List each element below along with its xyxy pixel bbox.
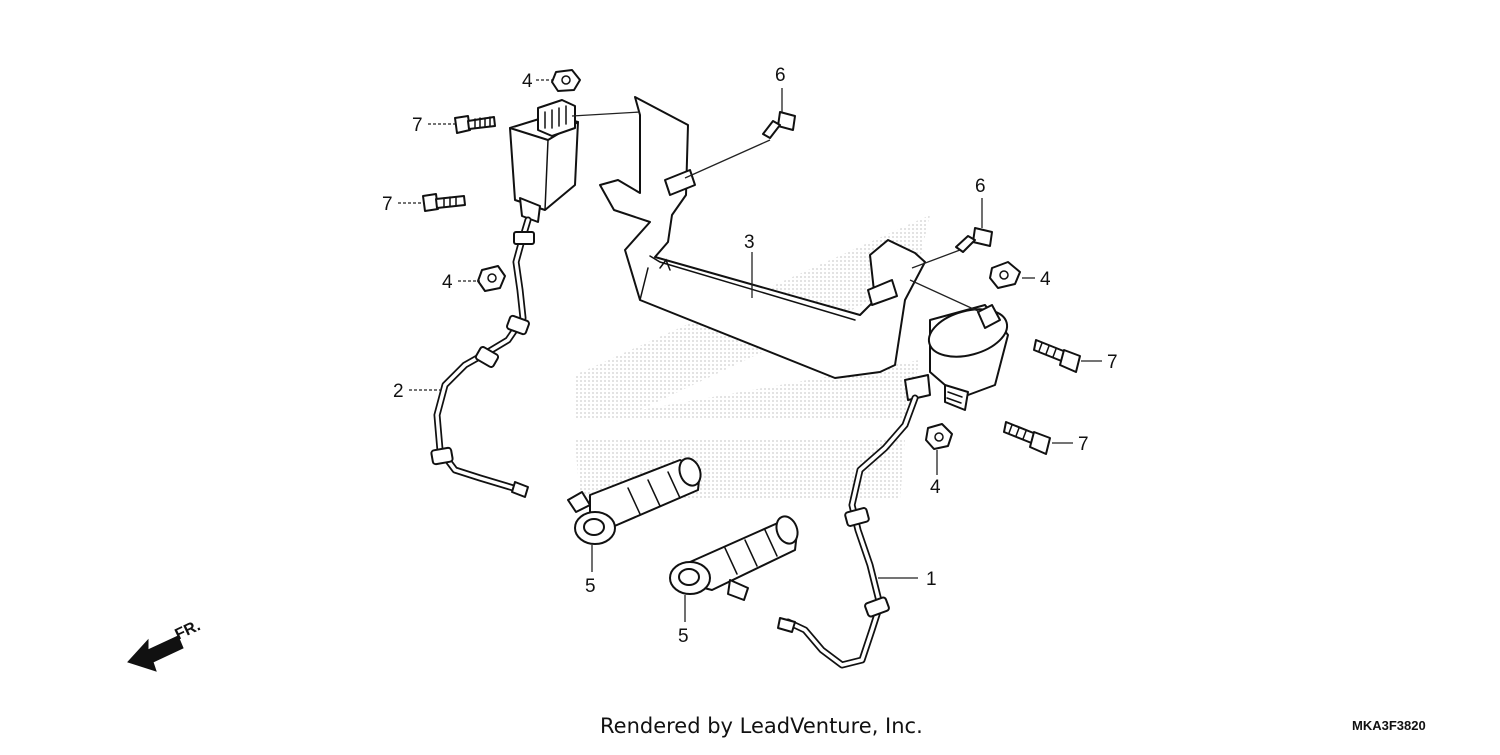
callout-1: 1 xyxy=(926,569,937,590)
ignition-coil-left xyxy=(509,99,579,223)
callout-3: 3 xyxy=(744,232,755,253)
ignition-coil-right xyxy=(904,304,1009,411)
callout-labels: 4 7 7 4 2 6 3 6 4 7 7 4 1 5 5 xyxy=(382,65,1118,647)
front-arrow-icon xyxy=(127,635,184,672)
callout-7-a: 7 xyxy=(412,115,423,136)
bracket-part-3 xyxy=(599,96,926,379)
callout-7-d: 7 xyxy=(1078,434,1089,455)
bolt-6-a xyxy=(762,111,796,139)
bolt-7-c xyxy=(1033,339,1081,373)
nut-4-c xyxy=(989,261,1021,289)
callout-4-d: 4 xyxy=(930,477,941,498)
bolt-7-a xyxy=(454,115,496,134)
render-credit: Rendered by LeadVenture, Inc. xyxy=(600,714,923,738)
diagram-code: MKA3F3820 xyxy=(1352,718,1426,733)
callout-5-a: 5 xyxy=(585,576,596,597)
spark-plug-cap-upper xyxy=(567,457,702,545)
front-label: FR. xyxy=(173,617,204,643)
bolt-7-b xyxy=(422,193,466,212)
callout-6-a: 6 xyxy=(775,65,786,86)
spark-plug-cap-lower xyxy=(669,515,799,601)
nut-4-b xyxy=(477,265,506,292)
callout-4-a: 4 xyxy=(522,71,533,92)
bolt-7-d xyxy=(1003,421,1051,455)
leader-lines xyxy=(398,79,1102,622)
callout-7-b: 7 xyxy=(382,194,393,215)
callout-4-c: 4 xyxy=(1040,269,1051,290)
callout-6-b: 6 xyxy=(975,176,986,197)
spark-plug-lead-part-2 xyxy=(430,216,535,498)
callout-7-c: 7 xyxy=(1107,352,1118,373)
front-direction-indicator: FR. xyxy=(127,617,204,672)
bolt-6-b xyxy=(955,227,993,253)
callout-5-b: 5 xyxy=(678,626,689,647)
nut-4-a xyxy=(551,69,581,92)
callout-4-b: 4 xyxy=(442,272,453,293)
nut-4-d xyxy=(925,423,953,450)
spark-plug-lead-part-1 xyxy=(777,394,919,669)
callout-2: 2 xyxy=(393,381,404,402)
